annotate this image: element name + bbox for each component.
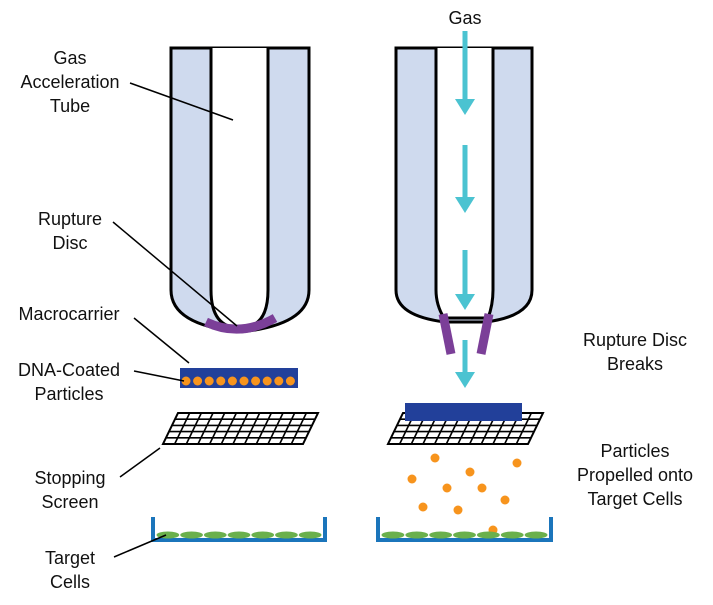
target-cell	[476, 531, 500, 539]
screen-col-line	[208, 412, 226, 445]
dna-particle	[274, 376, 284, 386]
particles-propelled-line3: Target Cells	[587, 489, 683, 509]
propelled-particle	[465, 467, 475, 477]
screen-col-line	[278, 412, 296, 445]
gas-arrow-head	[455, 372, 475, 388]
dna-particle	[262, 376, 272, 386]
particles-propelled-line1: Particles	[600, 441, 670, 461]
gas-arrow-head	[455, 99, 475, 115]
screen-col-line	[185, 412, 203, 445]
left-target-dish	[151, 517, 327, 542]
target-cell	[227, 531, 251, 539]
broken-disc-left	[438, 313, 456, 355]
dna-coated-particles-label: DNA-Coated Particles	[0, 358, 138, 406]
leader-target-cells	[113, 534, 167, 558]
right-macrocarrier	[405, 403, 522, 421]
macrocarrier-label: Macrocarrier	[18, 304, 120, 324]
dna-particle	[251, 376, 261, 386]
propelled-particle	[500, 495, 510, 505]
target-cell	[500, 531, 524, 539]
dna-particle	[181, 376, 191, 386]
dna-particle	[216, 376, 226, 386]
dna-coated-particles	[181, 376, 295, 386]
gas-acceleration-tube-line3: Tube	[49, 96, 91, 116]
propelled-particles	[407, 453, 522, 535]
left-rupture-disc	[204, 314, 278, 334]
leader-dna-particles	[133, 370, 185, 382]
dna-particle	[239, 376, 249, 386]
screen-col-line	[243, 412, 261, 445]
rupture-disc-line1: Rupture	[37, 209, 103, 229]
particles-propelled-line2: Propelled onto	[576, 465, 694, 485]
gas-acceleration-tube-line2: Acceleration	[20, 72, 120, 92]
leader-macrocarrier	[133, 317, 190, 364]
stopping-screen-line1: Stopping	[34, 468, 106, 488]
gas-arrow-head	[455, 197, 475, 213]
target-cell	[405, 531, 429, 539]
gas-flow-arrows	[455, 31, 475, 388]
right-target-dish	[376, 517, 553, 542]
rupture-disc-breaks-line1: Rupture Disc	[582, 330, 688, 350]
left-stopping-screen	[161, 412, 320, 445]
screen-col-line	[515, 412, 533, 445]
propelled-particle	[407, 474, 417, 484]
dna-particle	[204, 376, 214, 386]
broken-disc-right	[476, 313, 494, 355]
propelled-particle	[442, 483, 452, 493]
dna-particle	[227, 376, 237, 386]
target-cell	[453, 531, 476, 539]
screen-col-line	[197, 412, 214, 445]
target-cell	[203, 531, 227, 539]
target-cell	[429, 531, 453, 539]
gas-acceleration-tube-line1: Gas	[53, 48, 87, 68]
target-cell	[251, 531, 275, 539]
gas-arrow-head	[455, 294, 475, 310]
propelled-particle	[453, 505, 463, 515]
target-cells-line2: Cells	[49, 572, 90, 592]
dna-particle	[285, 376, 295, 386]
screen-col-line	[220, 412, 238, 445]
target-cell	[275, 531, 298, 539]
gas-acceleration-tube-label: Gas Acceleration Tube	[0, 46, 140, 118]
propelled-particle	[418, 502, 428, 512]
target-cell	[180, 531, 203, 539]
screen-col-line	[267, 412, 284, 445]
target-cell	[524, 531, 548, 539]
rupture-disc-line2: Disc	[52, 233, 88, 253]
stopping-screen-label: Stopping Screen	[15, 466, 125, 514]
dna-coated-particles-line2: Particles	[34, 384, 104, 404]
target-cell	[298, 531, 322, 539]
target-cells-line1: Target	[44, 548, 96, 568]
dna-coated-particles-line1: DNA-Coated	[17, 360, 121, 380]
particles-propelled-label: Particles Propelled onto Target Cells	[560, 439, 710, 511]
rupture-disc-breaks-line2: Breaks	[606, 354, 664, 374]
left-gas-acceleration-tube	[169, 46, 311, 334]
propelled-particle	[512, 458, 522, 468]
leader-lines	[112, 82, 238, 558]
gas-label: Gas	[448, 8, 482, 28]
leader-stopping-screen	[119, 447, 161, 478]
dish-outline	[151, 517, 327, 542]
target-cells-label: Target Cells	[15, 546, 125, 594]
leader-rupture-disc	[112, 221, 238, 327]
rupture-disc-breaks-label: Rupture Disc Breaks	[560, 328, 710, 376]
left-tube-bore	[209, 48, 270, 330]
rupture-disc-label: Rupture Disc	[20, 207, 120, 255]
screen-col-line	[290, 412, 308, 445]
propelled-particle	[430, 453, 440, 463]
dna-particle	[193, 376, 203, 386]
stopping-screen-line2: Screen	[41, 492, 99, 512]
screen-col-line	[173, 412, 191, 445]
screen-col-line	[232, 412, 249, 445]
target-cell	[381, 531, 405, 539]
screen-col-line	[255, 412, 273, 445]
leader-gas-tube	[129, 82, 234, 121]
propelled-particle	[477, 483, 487, 493]
dish-outline	[376, 517, 553, 542]
